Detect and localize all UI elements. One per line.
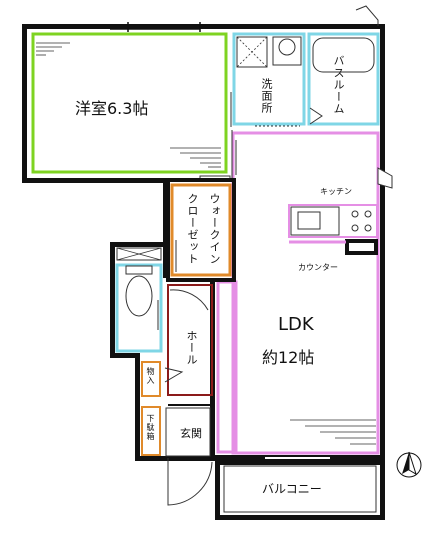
bathroom-label: バスルーム: [332, 55, 345, 115]
bathroom: [307, 32, 380, 126]
toilet-room: [115, 247, 163, 353]
shoe-box: [141, 406, 161, 456]
walk-in-closet-label: ウォークインクローゼット: [186, 193, 221, 265]
balcony-label: バルコニー: [262, 482, 322, 496]
western-room: [31, 22, 228, 174]
storage-closet: [141, 361, 161, 397]
kitchen-label: キッチン: [320, 187, 352, 196]
entrance-label: 玄関: [180, 427, 202, 440]
hall-label: ホール: [185, 330, 198, 366]
walk-in-closet: [166, 178, 236, 282]
balcony-door-top: [355, 5, 379, 26]
western-room-label: 洋室6.3帖: [75, 99, 149, 118]
north-arrow-icon: [396, 451, 422, 478]
washroom: [232, 32, 306, 127]
storage-label: 物入: [146, 367, 155, 385]
shoe-box-label: 下駄箱: [146, 414, 155, 441]
ldk-room: [216, 131, 393, 455]
ldk-size-label: 約12帖: [262, 348, 315, 367]
hall: [164, 284, 213, 406]
ldk-label: LDK: [278, 314, 314, 335]
balcony: [215, 457, 385, 520]
counter-label: カウンター: [298, 263, 338, 272]
entrance: [165, 407, 213, 506]
washroom-label: 洗面所: [260, 78, 273, 114]
